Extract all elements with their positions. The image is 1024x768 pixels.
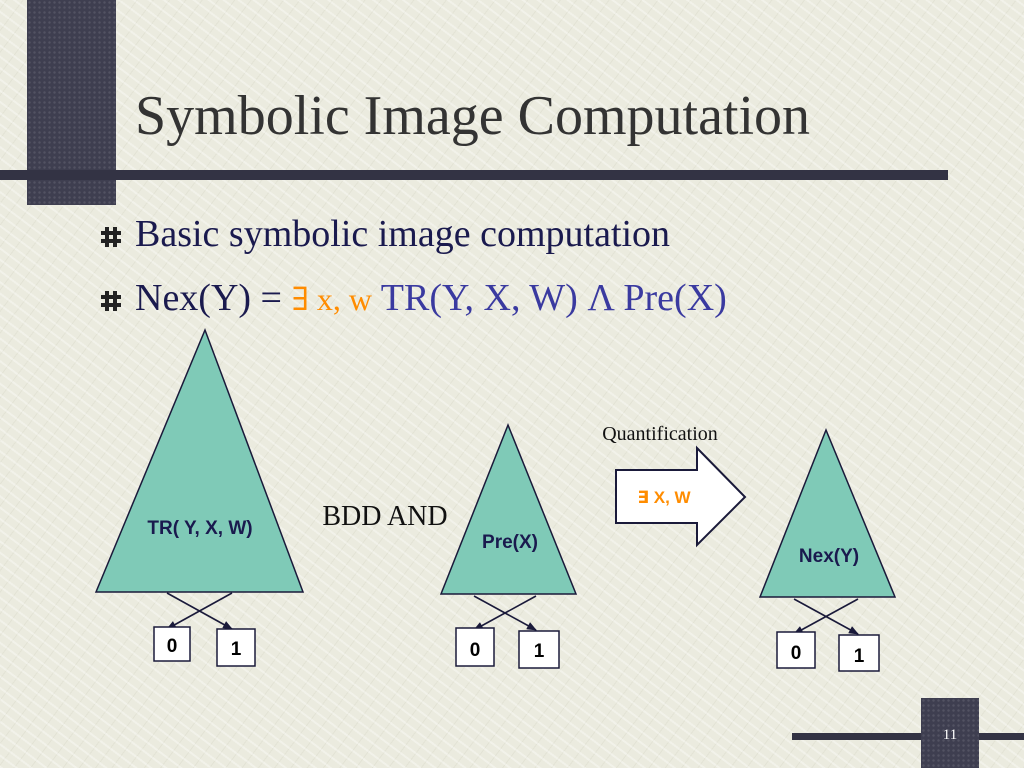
terminal-zero-label: 0 <box>791 643 802 664</box>
bullet-nex-formula: Nex(Y) = ∃ x, w TR(Y, X, W) Λ Pre(X) <box>135 276 727 320</box>
bullet-icon <box>101 227 121 247</box>
terminal-zero-box <box>153 626 191 662</box>
terminal-one-box <box>838 634 880 672</box>
terminal-one-box <box>518 630 560 669</box>
tr-bdd-label: TR( Y, X, W) <box>147 518 252 539</box>
formula-exists: ∃ x, w <box>291 281 372 317</box>
bdd-and-label: BDD AND <box>322 501 447 532</box>
page-title: Symbolic Image Computation <box>135 85 811 147</box>
tr-bdd-triangle <box>94 327 305 593</box>
slide-number: 11 <box>942 727 958 743</box>
terminal-zero-box <box>776 631 816 669</box>
quantification-arrow-label: ∃ X, W <box>637 488 691 507</box>
terminal-one-label: 1 <box>231 639 242 660</box>
quantification-label: Quantification <box>602 423 718 445</box>
pre-bdd-triangle <box>439 422 578 595</box>
formula-prefix: Nex(Y) = <box>135 277 292 319</box>
footer-divider <box>792 733 1024 740</box>
pre-bdd-label: Pre(X) <box>482 532 538 553</box>
terminal-zero-label: 0 <box>167 636 178 657</box>
title-divider <box>0 170 948 180</box>
nex-bdd-label: Nex(Y) <box>799 546 859 567</box>
terminal-one-label: 1 <box>534 641 545 662</box>
bullet-icon <box>101 291 121 311</box>
formula-rest: TR(Y, X, W) Λ Pre(X) <box>371 277 727 319</box>
terminal-one-box <box>216 628 256 667</box>
bullet-basic-computation: Basic symbolic image computation <box>135 213 671 255</box>
edge-line <box>473 595 537 631</box>
quantification-arrow <box>615 445 747 548</box>
nex-bdd-triangle <box>758 427 897 598</box>
terminal-zero-box <box>455 627 495 667</box>
terminal-one-label: 1 <box>854 646 865 667</box>
edge-line <box>793 598 859 635</box>
terminal-zero-label: 0 <box>470 640 481 661</box>
edge-line <box>166 592 233 630</box>
slide-number-block <box>921 698 979 768</box>
